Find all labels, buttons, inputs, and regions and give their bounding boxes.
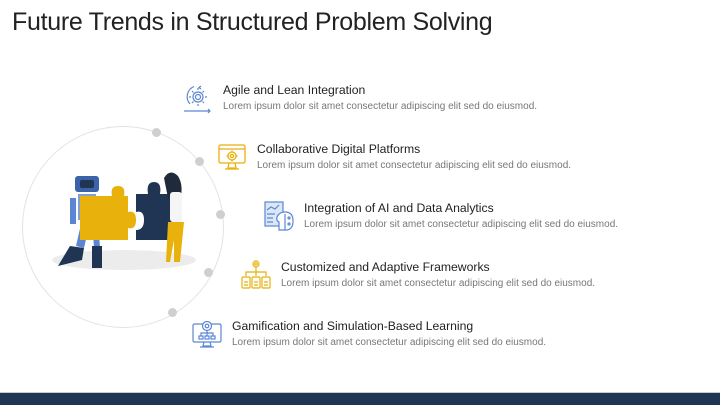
trend-description: Lorem ipsum dolor sit amet consectetur a… bbox=[223, 101, 538, 112]
timeline-ring bbox=[22, 126, 224, 328]
trend-title: Integration of AI and Data Analytics bbox=[304, 201, 494, 215]
simulation-monitor-icon bbox=[192, 320, 222, 348]
timeline-dot-5 bbox=[168, 308, 177, 317]
trend-item-4: Customized and Adaptive Frameworks Lorem… bbox=[240, 259, 595, 291]
trend-title: Gamification and Simulation-Based Learni… bbox=[232, 319, 474, 333]
trend-item-5: Gamification and Simulation-Based Learni… bbox=[191, 318, 546, 350]
footer-bar bbox=[0, 392, 720, 405]
trend-description: Lorem ipsum dolor sit amet consectetur a… bbox=[232, 337, 547, 348]
trend-item-1: Agile and Lean Integration Lorem ipsum d… bbox=[182, 82, 537, 114]
monitor-gear-icon bbox=[218, 144, 246, 170]
trend-description: Lorem ipsum dolor sit amet consectetur a… bbox=[257, 160, 572, 171]
robot-person-puzzle-illustration bbox=[40, 168, 200, 283]
trend-item-3: Integration of AI and Data Analytics Lor… bbox=[263, 200, 618, 232]
trend-title: Collaborative Digital Platforms bbox=[257, 142, 421, 156]
trend-title: Customized and Adaptive Frameworks bbox=[281, 260, 490, 274]
trend-description: Lorem ipsum dolor sit amet consectetur a… bbox=[304, 219, 619, 230]
agile-cycle-gear-icon bbox=[184, 85, 211, 114]
slide-title: Future Trends in Structured Problem Solv… bbox=[12, 8, 493, 36]
ai-analytics-icon bbox=[264, 201, 294, 231]
trend-title: Agile and Lean Integration bbox=[223, 83, 366, 97]
framework-hierarchy-icon bbox=[241, 260, 271, 289]
trend-item-2: Collaborative Digital Platforms Lorem ip… bbox=[216, 141, 571, 173]
trend-description: Lorem ipsum dolor sit amet consectetur a… bbox=[281, 278, 596, 289]
timeline-dot-2 bbox=[195, 157, 204, 166]
timeline-dot-1 bbox=[152, 128, 161, 137]
timeline-dot-3 bbox=[216, 210, 225, 219]
timeline-dot-4 bbox=[204, 268, 213, 277]
